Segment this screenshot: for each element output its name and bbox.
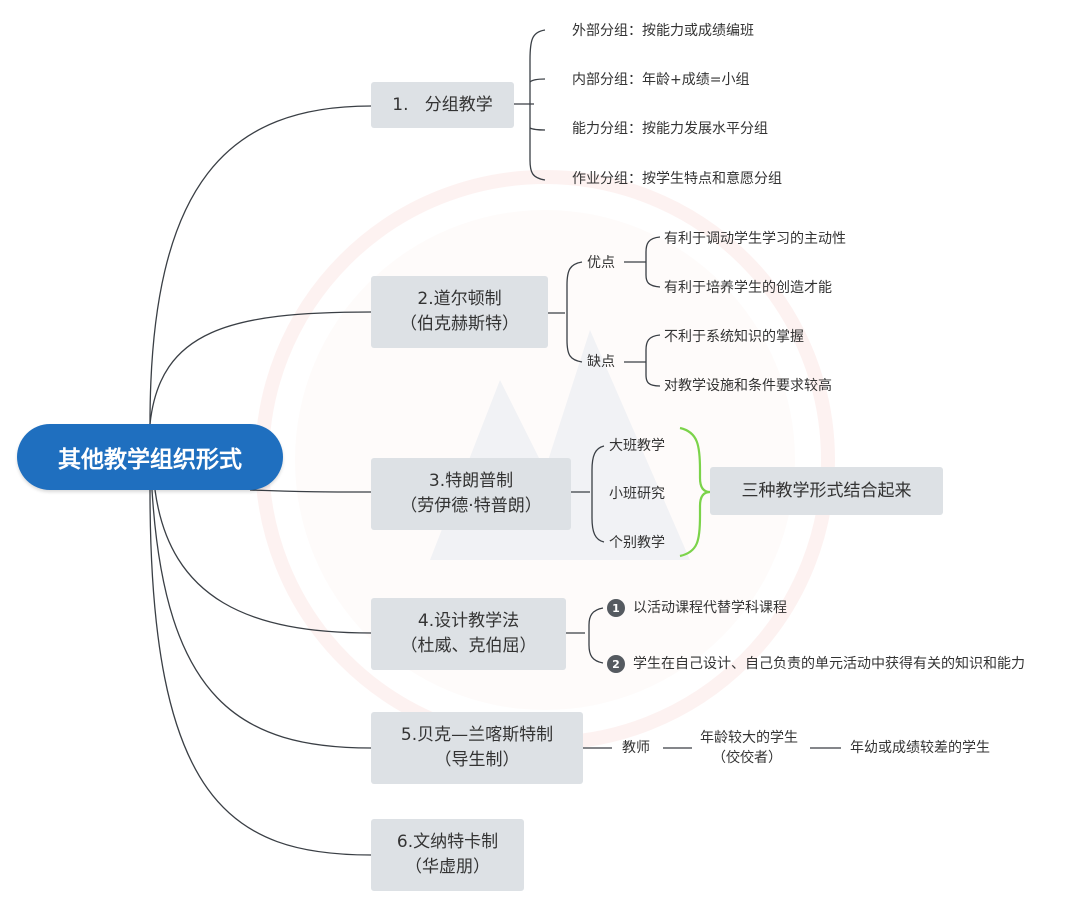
connector-branch-6 [149,489,372,856]
branch-4-node[interactable]: 4.设计教学法 （杜威、克伯屈） [371,598,566,670]
number-1-icon: 1 [607,599,625,617]
branch-2-pro-1: 有利于调动学生学习的主动性 [664,231,846,247]
branch-2-group-pros: 优点 [587,255,615,271]
connector-branch-3 [249,489,372,493]
branch-3-subtitle: （劳伊德·特普朗） [400,496,542,516]
branch-5-subtitle: （导生制） [434,750,520,770]
branch-3-summary[interactable]: 三种教学形式结合起来 [710,467,943,515]
connector-branch-5 [151,489,372,749]
branch-2-con-1: 不利于系统知识的掌握 [664,329,804,345]
branch-4-item-2: 学生在自己设计、自己负责的单元活动中获得有关的知识和能力 [633,656,1025,672]
root-label: 其他教学组织形式 [58,447,242,473]
branch-1-child-3: 能力分组：按能力发展水平分组 [572,121,768,137]
chain-older-student-note: （佼佼者） [712,750,782,766]
branch-2-node[interactable]: 2.道尔顿制 （伯克赫斯特） [371,276,548,348]
branch-3-child-3: 个别教学 [609,535,665,551]
branch-5-title: 5.贝克—兰喀斯特制 [400,725,554,745]
branch-1-title: 1. 分组教学 [392,94,493,115]
branch-2-title: 2.道尔顿制 [417,289,502,309]
branch-1-child-1: 外部分组：按能力或成绩编班 [572,23,754,39]
branch-3-summary-label: 三种教学形式结合起来 [741,480,912,501]
connector-branch-4 [154,489,372,634]
branch-3-node[interactable]: 3.特朗普制 （劳伊德·特普朗） [371,458,571,530]
branch-4-subtitle: （杜威、克伯屈） [400,636,537,656]
branch-2-group-cons: 缺点 [587,354,615,370]
connector-branch-2 [149,311,372,425]
branch-2-subtitle: （伯克赫斯特） [400,314,519,334]
branch-5-node[interactable]: 5.贝克—兰喀斯特制 （导生制） [371,712,583,784]
connector-branch-1 [149,105,372,425]
branch-2-pro-2: 有利于培养学生的创造才能 [664,280,832,296]
branch-1-child-2: 内部分组：年龄+成绩=小组 [572,72,750,88]
branch-3-title: 3.特朗普制 [428,471,514,491]
chain-younger-student: 年幼或成绩较差的学生 [850,740,990,756]
branch-1-child-4: 作业分组：按学生特点和意愿分组 [572,171,782,187]
branch-4-title: 4.设计教学法 [417,611,520,631]
branch-3-child-2: 小班研究 [609,486,665,502]
branch-6-node[interactable]: 6.文纳特卡制 （华虚朋） [371,819,524,891]
chain-older-student: 年龄较大的学生 [700,730,798,746]
branch-1-node[interactable]: 1. 分组教学 [371,82,514,128]
branch-3-child-1: 大班教学 [609,438,665,454]
chain-teacher: 教师 [622,740,650,756]
root-node[interactable]: 其他教学组织形式 [17,424,283,490]
branch-2-con-2: 对教学设施和条件要求较高 [664,378,832,394]
branch-6-subtitle: （华虚朋） [405,857,490,877]
green-brace [679,426,711,558]
number-2-icon: 2 [607,655,625,673]
branch-4-item-1: 以活动课程代替学科课程 [633,600,787,616]
branch-6-title: 6.文纳特卡制 [396,832,499,852]
